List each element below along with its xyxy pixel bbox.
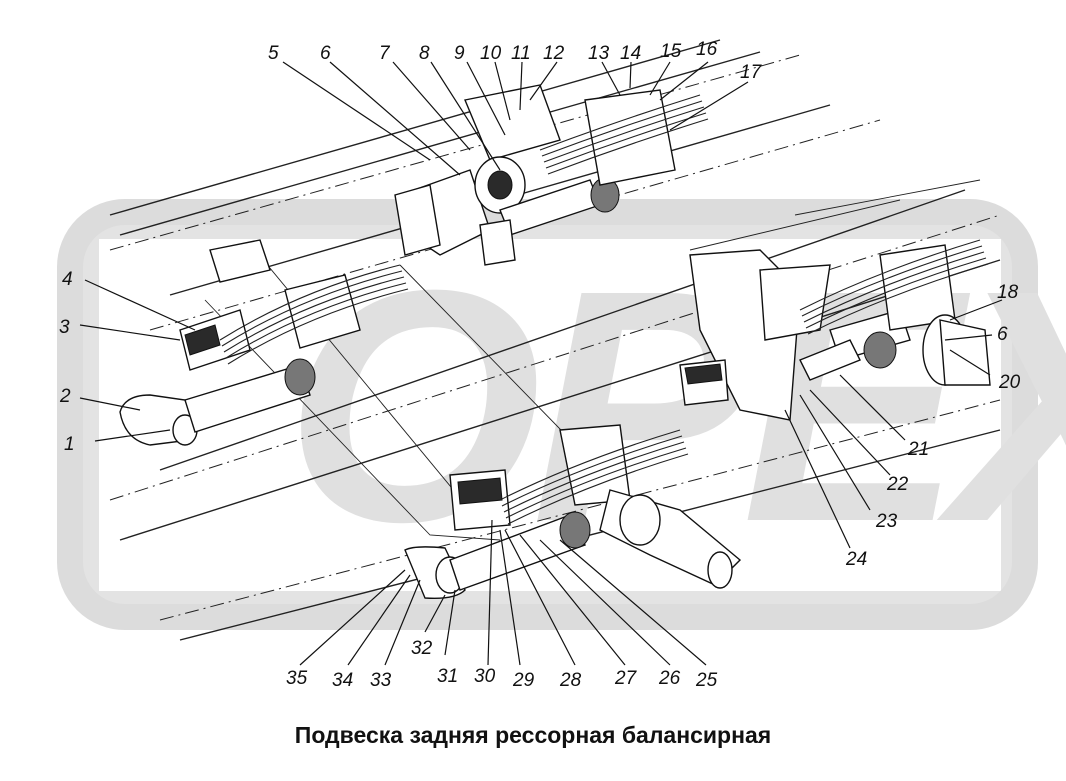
callout-25: 25 bbox=[695, 670, 718, 691]
callout-2: 2 bbox=[59, 386, 71, 407]
callout-20: 20 bbox=[998, 372, 1021, 393]
callout-33: 33 bbox=[370, 670, 392, 691]
callout-32: 32 bbox=[411, 638, 433, 659]
callout-6: 6 bbox=[320, 43, 331, 64]
top-balancer-assembly bbox=[394, 84, 709, 266]
callout-23: 23 bbox=[875, 511, 898, 532]
callout-15: 15 bbox=[660, 41, 682, 62]
callout-26: 26 bbox=[658, 668, 681, 689]
callout-31: 31 bbox=[437, 666, 458, 687]
bottom-axle-assembly bbox=[404, 424, 742, 600]
frame-rails bbox=[109, 39, 1001, 641]
callout-27: 27 bbox=[614, 668, 638, 689]
callout-28: 28 bbox=[559, 670, 582, 691]
callout-3: 3 bbox=[59, 317, 70, 338]
callout-labels: 1 2 3 4 5 6 7 8 9 10 11 12 13 14 15 16 1… bbox=[59, 39, 1021, 691]
callout-34: 34 bbox=[332, 670, 353, 691]
callout-16: 16 bbox=[696, 39, 718, 60]
callout-35: 35 bbox=[286, 668, 308, 689]
callout-6-right: 6 bbox=[997, 324, 1008, 345]
callout-24: 24 bbox=[845, 549, 867, 570]
callout-29: 29 bbox=[512, 670, 535, 691]
leader-lines bbox=[79, 61, 1003, 666]
callout-7: 7 bbox=[379, 43, 391, 64]
callout-4: 4 bbox=[62, 269, 73, 290]
callout-8: 8 bbox=[419, 43, 430, 64]
left-balancer-assembly bbox=[119, 239, 409, 446]
callout-12: 12 bbox=[543, 43, 565, 64]
callout-18: 18 bbox=[997, 282, 1019, 303]
callout-11: 11 bbox=[511, 43, 531, 64]
callout-17: 17 bbox=[740, 62, 763, 83]
callout-13: 13 bbox=[588, 43, 610, 64]
callout-21: 21 bbox=[907, 439, 929, 460]
callout-30: 30 bbox=[474, 666, 496, 687]
callout-10: 10 bbox=[480, 43, 502, 64]
callout-9: 9 bbox=[454, 43, 465, 64]
callout-1: 1 bbox=[64, 434, 75, 455]
diagram-caption: Подвеска задняя рессорная балансирная bbox=[294, 722, 772, 748]
callout-22: 22 bbox=[886, 474, 909, 495]
callout-5: 5 bbox=[268, 43, 279, 64]
callout-14: 14 bbox=[620, 43, 641, 64]
